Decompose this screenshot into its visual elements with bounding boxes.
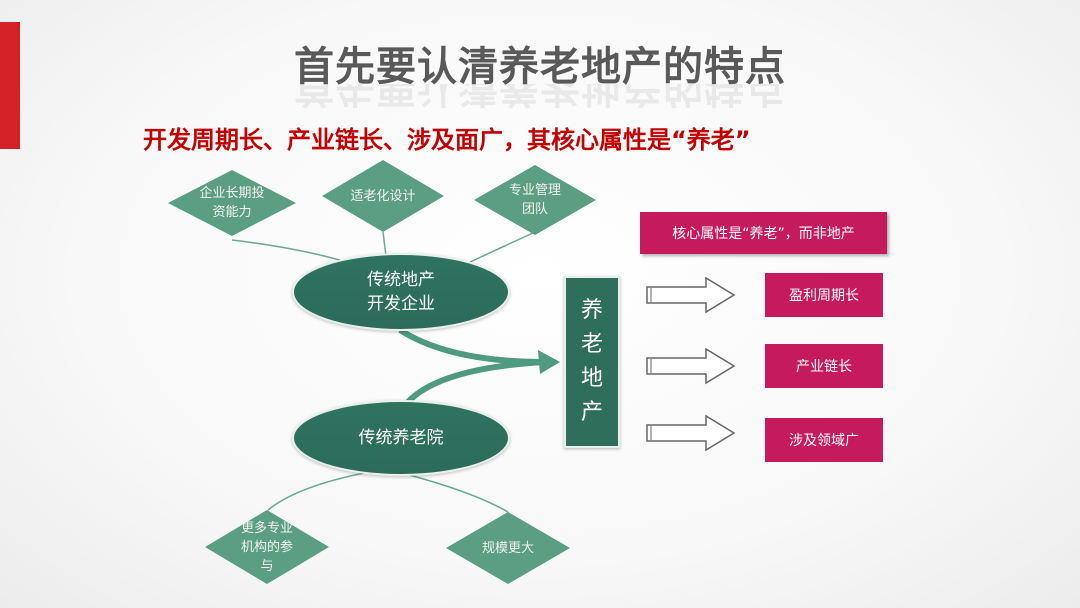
- diamond-label: 专业管理团队: [508, 183, 561, 217]
- center-box-label: 养老地产: [580, 298, 603, 425]
- diamond-more-institutions: 更多专业机构的参与: [205, 510, 329, 584]
- diamond-aging-design: 适老化设计: [322, 160, 444, 232]
- slide-subtitle: 开发周期长、产业链长、涉及面广，其核心属性是“养老”: [143, 126, 751, 154]
- right-header: 核心属性是“养老”，而非地产: [640, 212, 887, 254]
- right-item-wide-fields: 涉及领域广: [765, 418, 883, 462]
- diamond-label: 企业长期投资能力: [199, 186, 265, 220]
- right-arrow-icon: [646, 414, 736, 452]
- center-box-elderly-realestate: 养老地产: [564, 276, 620, 448]
- right-item-industry-chain: 产业链长: [765, 344, 883, 388]
- diamond-management-team: 专业管理团队: [474, 165, 596, 235]
- ellipse-developer: 传统地产 开发企业: [292, 253, 510, 331]
- diamond-label: 规模更大: [481, 540, 534, 556]
- right-arrow-icon: [646, 276, 736, 314]
- diamond-investment: 企业长期投资能力: [168, 170, 296, 236]
- slide-title: 首先要认清养老地产的特点: [294, 44, 786, 90]
- diamond-label: 更多专业机构的参与: [240, 520, 293, 574]
- diamond-larger-scale: 规模更大: [446, 512, 570, 584]
- right-arrow-icon: [646, 347, 736, 385]
- right-item-profit-cycle: 盈利周期长: [765, 273, 883, 317]
- accent-bar: [0, 22, 20, 149]
- diamond-label: 适老化设计: [350, 188, 416, 204]
- ellipse-nursing-home: 传统养老院: [292, 400, 510, 476]
